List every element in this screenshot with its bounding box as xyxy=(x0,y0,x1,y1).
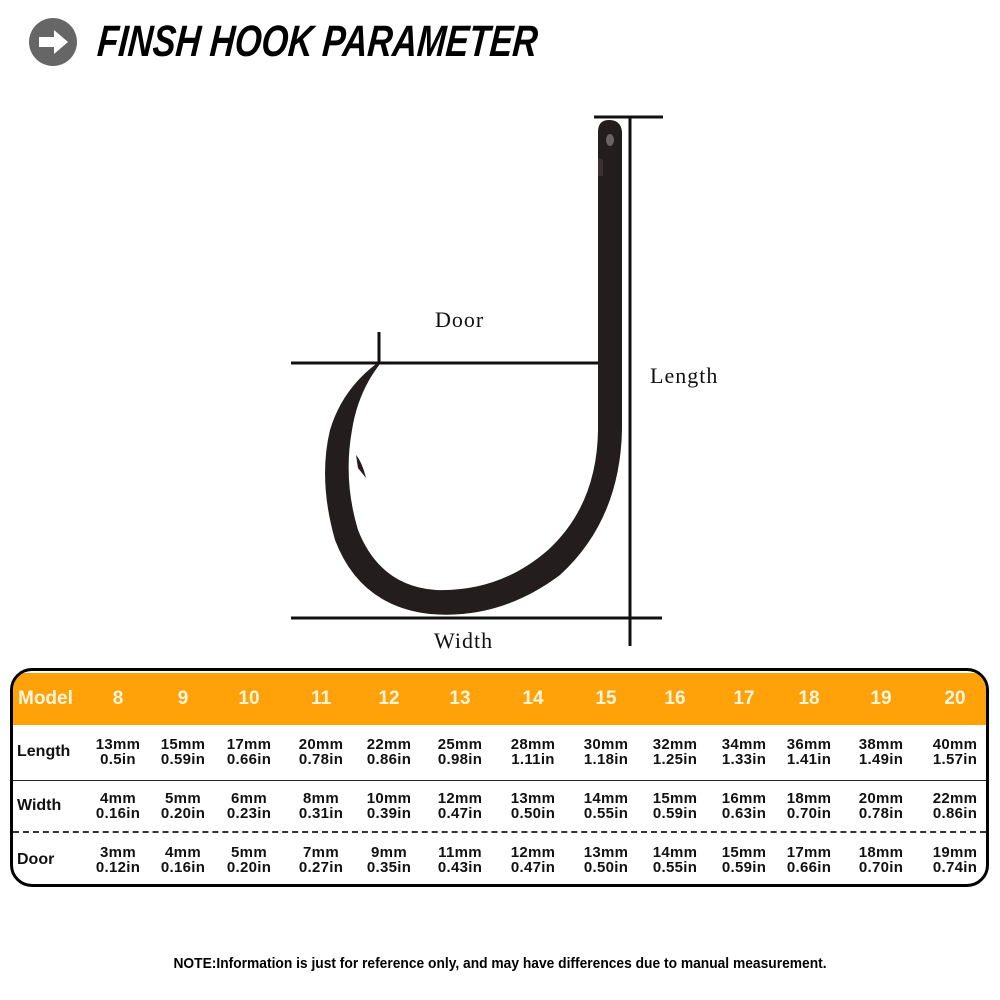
row-label-length: Length xyxy=(17,743,71,760)
model-header-cell: 17 xyxy=(733,688,755,709)
table-header-row: Model 8 9 10 11 12 13 14 15 16 17 18 19 … xyxy=(13,673,986,725)
model-header-cell: 11 xyxy=(310,688,332,709)
model-header-cell: 16 xyxy=(664,688,686,709)
model-header-cell: 20 xyxy=(944,688,966,709)
title-row: FINSH HOOK PARAMETER xyxy=(0,0,1000,85)
model-header-cell: 14 xyxy=(522,688,544,709)
model-header-cell: 8 xyxy=(112,688,124,709)
model-header-cell: 15 xyxy=(595,688,617,709)
page-title: FINSH HOOK PARAMETER xyxy=(95,17,540,66)
model-header-cell: 12 xyxy=(378,688,400,709)
model-header-cell: 9 xyxy=(177,688,189,709)
disclaimer-note: NOTE:Information is just for reference o… xyxy=(173,955,827,972)
row-label-door: Door xyxy=(17,850,55,868)
model-header-cell: 18 xyxy=(798,688,820,709)
spec-table: Model 8 9 10 11 12 13 14 15 16 17 18 19 … xyxy=(10,668,989,887)
model-header-cell: 10 xyxy=(238,688,260,709)
model-header-cell: 13 xyxy=(449,688,471,709)
model-header-cell: 19 xyxy=(870,688,892,709)
hook-illustration xyxy=(291,115,663,646)
door-label: Door xyxy=(435,307,485,332)
arrow-right-circle-icon xyxy=(29,18,77,66)
header-model-label: Model xyxy=(18,688,73,709)
hook-diagram: Door Length Width xyxy=(0,90,1000,660)
row-label-width: Width xyxy=(17,797,62,814)
width-label: Width xyxy=(434,628,494,653)
length-label: Length xyxy=(650,363,719,388)
